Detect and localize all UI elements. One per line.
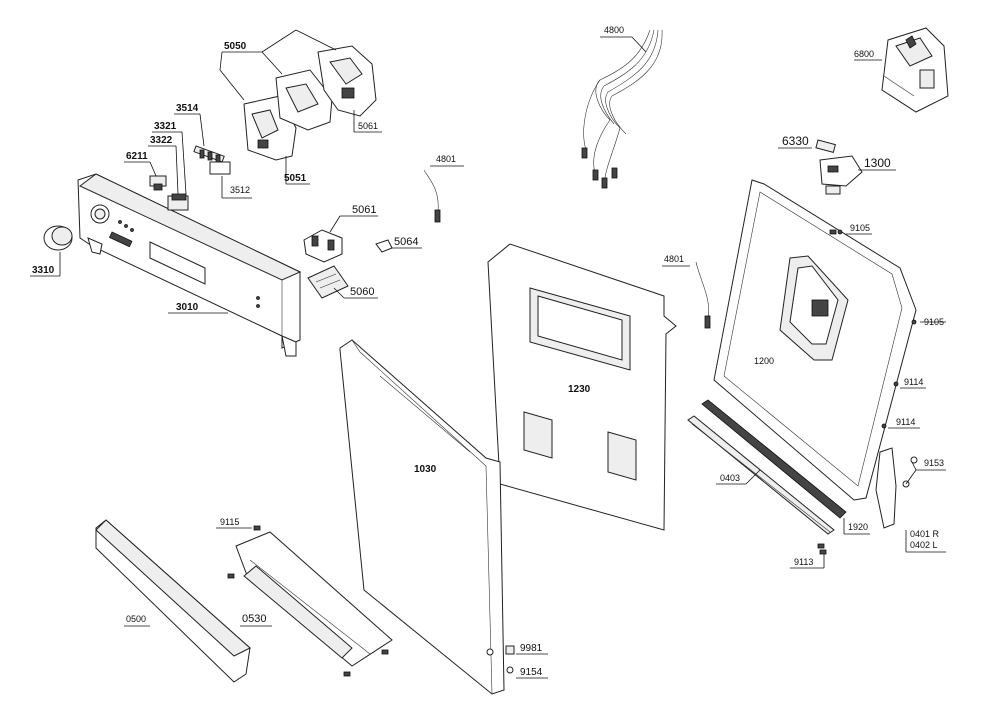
label-0401-r: 0401 R [910, 529, 940, 539]
kick-plate [95, 519, 251, 683]
label-9113: 9113 [794, 557, 813, 567]
label-5061-top: 5061 [358, 121, 378, 131]
gasket-and-rail [687, 399, 847, 535]
label-9154: 9154 [520, 667, 543, 678]
label-1230: 1230 [568, 384, 591, 395]
insulation-panel [487, 243, 677, 531]
label-5061-mid: 5061 [352, 204, 376, 216]
label-0403: 0403 [720, 473, 740, 483]
small-components [307, 239, 393, 299]
label-9105-right: 9105 [924, 317, 944, 327]
switch-parts [149, 145, 231, 211]
bottom-bracket [227, 525, 393, 677]
label-9114-top: 9114 [904, 377, 923, 387]
door-hinge [875, 447, 918, 529]
label-6211: 6211 [126, 151, 148, 162]
label-5060: 5060 [350, 286, 374, 298]
label-1920: 1920 [848, 522, 868, 532]
label-1200: 1200 [754, 356, 774, 366]
door-latch [815, 139, 863, 195]
control-panel-part [77, 173, 302, 357]
label-3512: 3512 [230, 185, 250, 195]
inner-door-panel [713, 179, 917, 501]
label-9981: 9981 [520, 643, 543, 654]
label-5051: 5051 [284, 173, 307, 184]
label-0500: 0500 [126, 614, 146, 624]
label-0530: 0530 [242, 613, 266, 625]
label-3010: 3010 [176, 302, 199, 313]
label-4801-mid: 4801 [664, 254, 684, 264]
wiring-harness [423, 29, 711, 329]
knob-part [43, 225, 73, 251]
label-4801-top: 4801 [436, 154, 456, 164]
label-6800: 6800 [854, 49, 874, 59]
label-5064: 5064 [394, 236, 418, 248]
label-1030: 1030 [414, 464, 437, 475]
leader-lines [30, 29, 946, 679]
label-6330: 6330 [782, 134, 809, 148]
label-9153: 9153 [924, 458, 944, 468]
label-3310: 3310 [32, 265, 55, 276]
label-5050: 5050 [224, 41, 247, 52]
dispenser-module [881, 27, 949, 113]
electronic-boards [243, 45, 377, 263]
label-3514: 3514 [176, 103, 199, 114]
label-1300: 1300 [864, 156, 891, 170]
label-9114-bottom: 9114 [896, 417, 915, 427]
outer-door [339, 339, 515, 695]
screws [817, 229, 837, 555]
label-3321: 3321 [154, 121, 177, 132]
label-4800: 4800 [604, 25, 624, 35]
label-9115: 9115 [220, 517, 239, 527]
label-0402-l: 0402 L [910, 540, 938, 550]
label-3322: 3322 [150, 135, 173, 146]
label-9105-top: 9105 [850, 223, 870, 233]
part-labels: 4800 6800 5050 5061 3514 3321 3322 6211 … [32, 25, 944, 678]
